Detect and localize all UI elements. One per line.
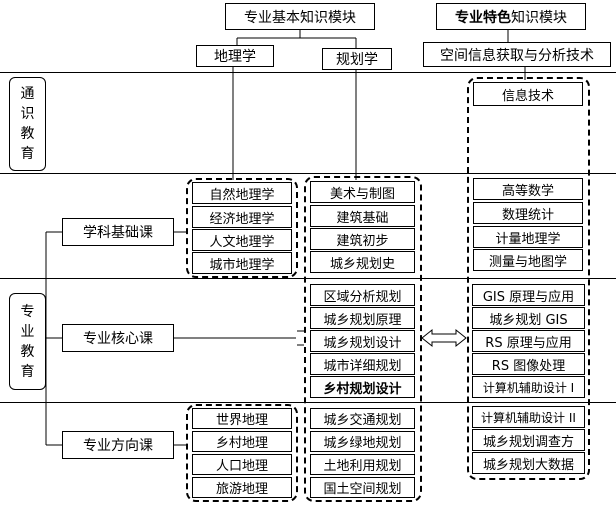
geo-basic-item: 城市地理学 (192, 252, 292, 274)
prof-direction-label: 专业方向课 (62, 431, 174, 459)
plan-core-item: 城乡规划原理 (310, 307, 415, 329)
tech-basic-item: 计量地理学 (473, 226, 583, 248)
professional-char: 育 (20, 363, 35, 380)
general-char: 识 (20, 106, 35, 122)
special-module-suffix: 知识模块 (511, 9, 567, 26)
geography-box: 地理学 (196, 45, 274, 67)
general-education-label: 通 识 教 育 (9, 77, 46, 171)
plan-core-item: 城市详细规划 (310, 353, 415, 375)
tech-direction-item: 城乡规划大数据 (472, 452, 585, 474)
plan-basic-item: 建筑初步 (310, 228, 415, 250)
basic-module-box: 专业基本知识模块 (225, 3, 375, 30)
special-module-prefix: 专业特色 (455, 9, 511, 26)
geo-basic-group (186, 178, 298, 278)
tech-core-item: 计算机辅助设计 I (472, 376, 585, 398)
general-char: 育 (20, 146, 35, 162)
geo-basic-item: 自然地理学 (192, 182, 292, 204)
plan-core-item: 区域分析规划 (310, 284, 415, 306)
tech-basic-item: 数理统计 (473, 202, 583, 224)
prof-core-label: 专业核心课 (62, 324, 174, 352)
plan-basic-item: 建筑基础 (310, 205, 415, 227)
plan-direction-item: 城乡交通规划 (310, 408, 415, 429)
tech-core-item: GIS 原理与应用 (472, 284, 585, 306)
tech-core-item: 城乡规划 GIS (472, 307, 585, 329)
separator-line (0, 278, 616, 279)
info-tech-box: 信息技术 (473, 82, 583, 106)
plan-column-group (304, 176, 422, 502)
professional-char: 教 (20, 343, 35, 360)
tech-core-item: RS 图像处理 (472, 353, 585, 375)
plan-core-item-highlight: 乡村规划设计 (310, 376, 415, 398)
geo-basic-item: 经济地理学 (192, 206, 292, 228)
separator-line (0, 173, 616, 174)
general-char: 教 (20, 126, 35, 142)
plan-direction-item: 城乡绿地规划 (310, 431, 415, 452)
tech-direction-item: 城乡规划调查方 (472, 429, 585, 451)
special-module-box: 专业特色知识模块 (436, 3, 586, 30)
geo-direction-group (186, 404, 298, 502)
geo-basic-item: 人文地理学 (192, 229, 292, 251)
tech-direction-item: 计算机辅助设计 II (472, 406, 585, 428)
plan-basic-item: 城乡规划史 (310, 251, 415, 273)
plan-core-item: 城乡规划设计 (310, 330, 415, 352)
geo-direction-item: 旅游地理 (192, 477, 292, 498)
professional-char: 专 (20, 303, 35, 320)
plan-basic-item: 美术与制图 (310, 181, 415, 203)
geo-direction-item: 人口地理 (192, 454, 292, 475)
subject-basic-label: 学科基础课 (62, 218, 174, 246)
professional-char: 业 (20, 323, 35, 340)
tech-column-group (467, 77, 590, 480)
tech-basic-item: 高等数学 (473, 178, 583, 200)
separator-line (0, 402, 616, 403)
tech-basic-item: 测量与地图学 (473, 249, 583, 271)
planning-box: 规划学 (322, 48, 392, 70)
tech-core-item: RS 原理与应用 (472, 330, 585, 352)
professional-education-label: 专 业 教 育 (9, 293, 46, 390)
geo-direction-item: 乡村地理 (192, 431, 292, 452)
spatial-tech-box: 空间信息获取与分析技术 (423, 42, 611, 67)
plan-direction-item: 国土空间规划 (310, 477, 415, 498)
plan-direction-item: 土地利用规划 (310, 454, 415, 475)
geo-direction-item: 世界地理 (192, 408, 292, 429)
general-char: 通 (20, 86, 35, 102)
separator-line (0, 72, 616, 73)
